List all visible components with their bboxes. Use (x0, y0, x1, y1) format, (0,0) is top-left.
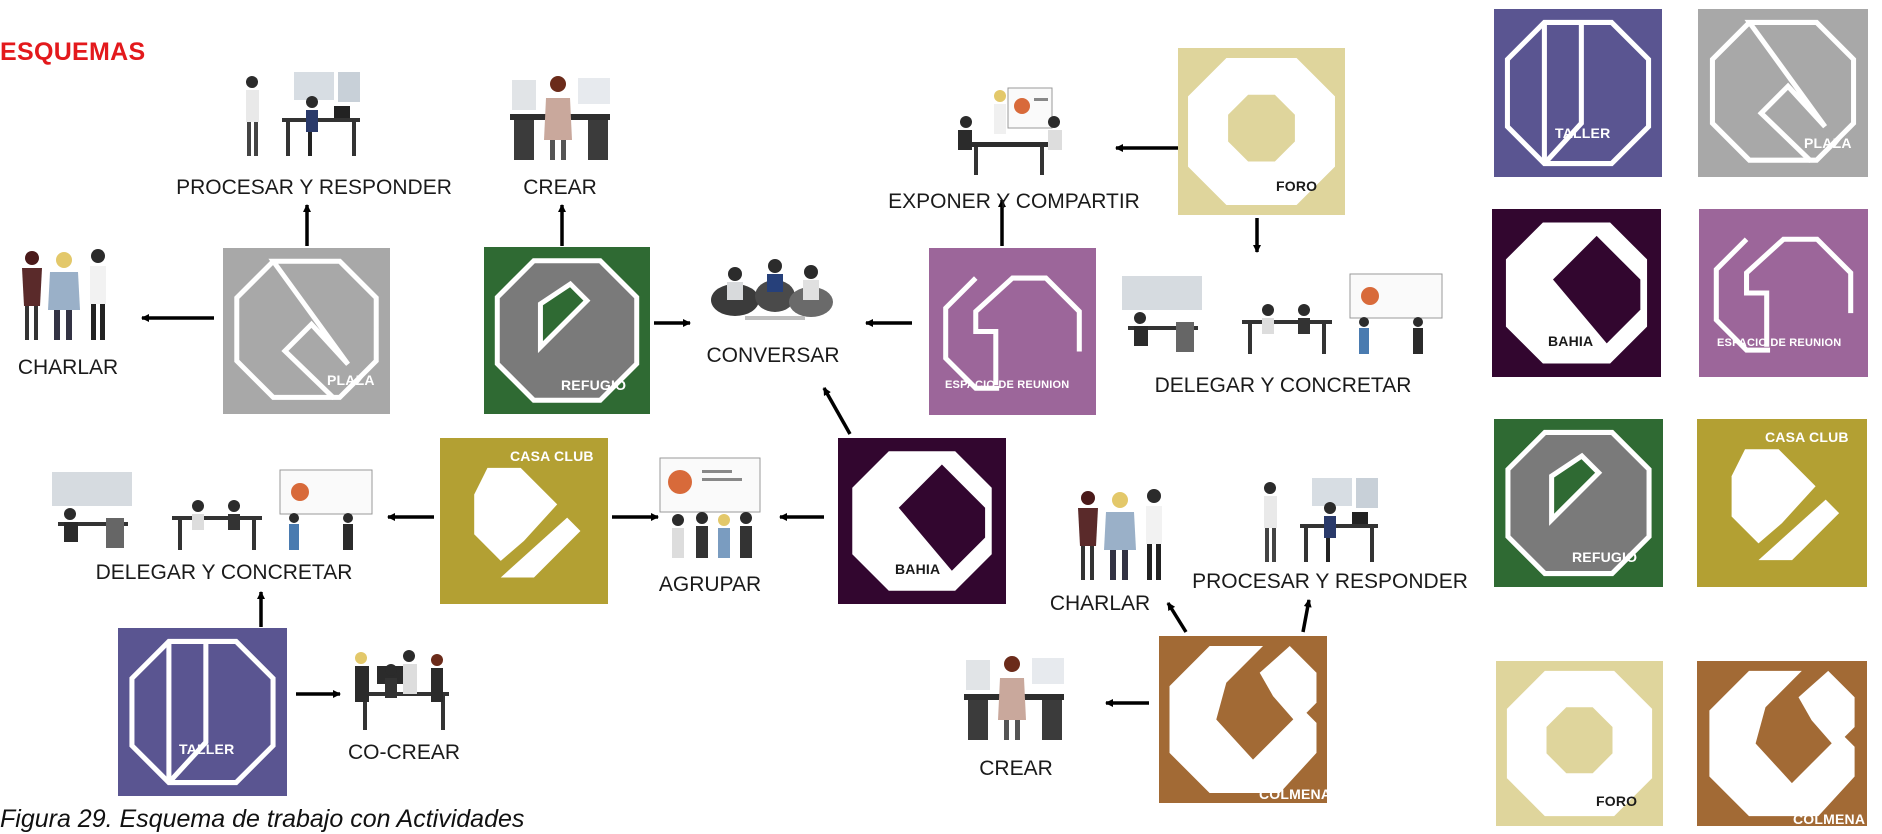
activity-label: AGRUPAR (658, 573, 762, 596)
activity-label: CO-CREAR (347, 741, 461, 764)
legend-espacio-de-reunion: ESPACIO DE REUNION (1699, 209, 1868, 377)
delegar-illustration (1122, 273, 1443, 354)
crear-illustration (510, 76, 610, 160)
plaza-icon (1709, 19, 1857, 163)
taller-icon (1504, 19, 1652, 167)
espacio-icon (1713, 236, 1854, 353)
legend-refugio: REFUGIO (1494, 419, 1663, 587)
tile-label: REFUGIO (561, 377, 627, 393)
arrow-colmena-to-charlar (1166, 602, 1188, 633)
charlar-illustration (1078, 489, 1162, 580)
casa-club-icon (474, 467, 581, 578)
page-title: ESQUEMAS (0, 38, 146, 66)
tile-label: COLMENA (1793, 811, 1866, 826)
activity-label: DELEGAR Y CONCRETAR (95, 561, 353, 584)
tile-label: CASA CLUB (510, 448, 594, 464)
exponer-illustration (958, 87, 1062, 175)
colmena-icon (1169, 646, 1317, 793)
tile-colmena: COLMENA (1159, 636, 1327, 803)
refugio-icon (494, 258, 640, 403)
activity-label: PROCESAR Y RESPONDER (176, 176, 452, 199)
cocrear-illustration (355, 650, 449, 730)
legend-plaza: PLAZA (1698, 9, 1868, 177)
tile-label: TALLER (1555, 125, 1611, 141)
figure-caption: Figura 29. Esquema de trabajo con Activi… (0, 805, 525, 833)
colmena-icon (1709, 670, 1855, 817)
tile-espacio-de-reunion: ESPACIO DE REUNION (929, 248, 1096, 415)
espacio-icon (943, 275, 1082, 391)
tile-label: FORO (1276, 178, 1318, 194)
activity-label: CHARLAR (17, 356, 119, 379)
activity-label: CONVERSAR (706, 344, 840, 367)
tile-label: PLAZA (1804, 135, 1852, 151)
tile-taller: TALLER (118, 628, 287, 796)
tile-label: REFUGIO (1572, 549, 1638, 565)
tile-refugio: REFUGIO (484, 247, 650, 414)
legend-bahia: BAHIA (1492, 209, 1661, 377)
tile-label: ESPACIO DE REUNION (1717, 337, 1842, 349)
activity-label: DELEGAR Y CONCRETAR (1154, 374, 1412, 397)
crear-illustration (964, 656, 1064, 740)
tile-bahia: BAHIA (838, 438, 1006, 604)
legend-colmena: COLMENA (1697, 661, 1867, 826)
procesar-illustration (246, 72, 360, 156)
procesar-illustration (1264, 478, 1378, 562)
taller-icon (129, 638, 276, 786)
tile-casa-club: CASA CLUB (440, 438, 608, 604)
activity-label: CHARLAR (1049, 592, 1151, 615)
refugio-icon (1505, 429, 1652, 577)
tile-foro: FORO (1178, 48, 1345, 215)
legend-casa-club: CASA CLUB (1697, 419, 1867, 587)
activity-label: CREAR (523, 176, 597, 199)
conversar-illustration (711, 259, 833, 320)
tile-plaza: PLAZA (223, 248, 390, 414)
tile-label: FORO (1596, 793, 1638, 809)
activity-label: EXPONER Y COMPARTIR (888, 190, 1140, 213)
arrow-colmena-to-procesar (1301, 599, 1312, 633)
legend-taller: TALLER (1494, 9, 1662, 177)
tile-label: BAHIA (895, 561, 941, 577)
tile-label: COLMENA (1259, 786, 1327, 802)
tile-label: ESPACIO DE REUNION (945, 379, 1070, 391)
plaza-icon (234, 258, 379, 400)
activity-label: PROCESAR Y RESPONDER (1192, 570, 1468, 593)
agrupar-illustration (659, 457, 761, 558)
foro-icon (1506, 670, 1653, 817)
delegar-illustration (52, 469, 373, 550)
charlar-illustration (22, 249, 106, 340)
tile-label: BAHIA (1548, 333, 1594, 349)
tile-label: TALLER (179, 741, 235, 757)
legend-foro: FORO (1496, 661, 1663, 826)
casa-club-icon (1731, 449, 1840, 561)
foro-icon (1188, 58, 1335, 205)
tile-label: CASA CLUB (1765, 429, 1849, 445)
activity-label: CREAR (979, 757, 1053, 780)
bahia-icon (852, 451, 992, 591)
bahia-icon (1505, 222, 1648, 364)
tile-label: PLAZA (327, 372, 375, 388)
arrow-bahia-to-conversar (822, 387, 852, 435)
